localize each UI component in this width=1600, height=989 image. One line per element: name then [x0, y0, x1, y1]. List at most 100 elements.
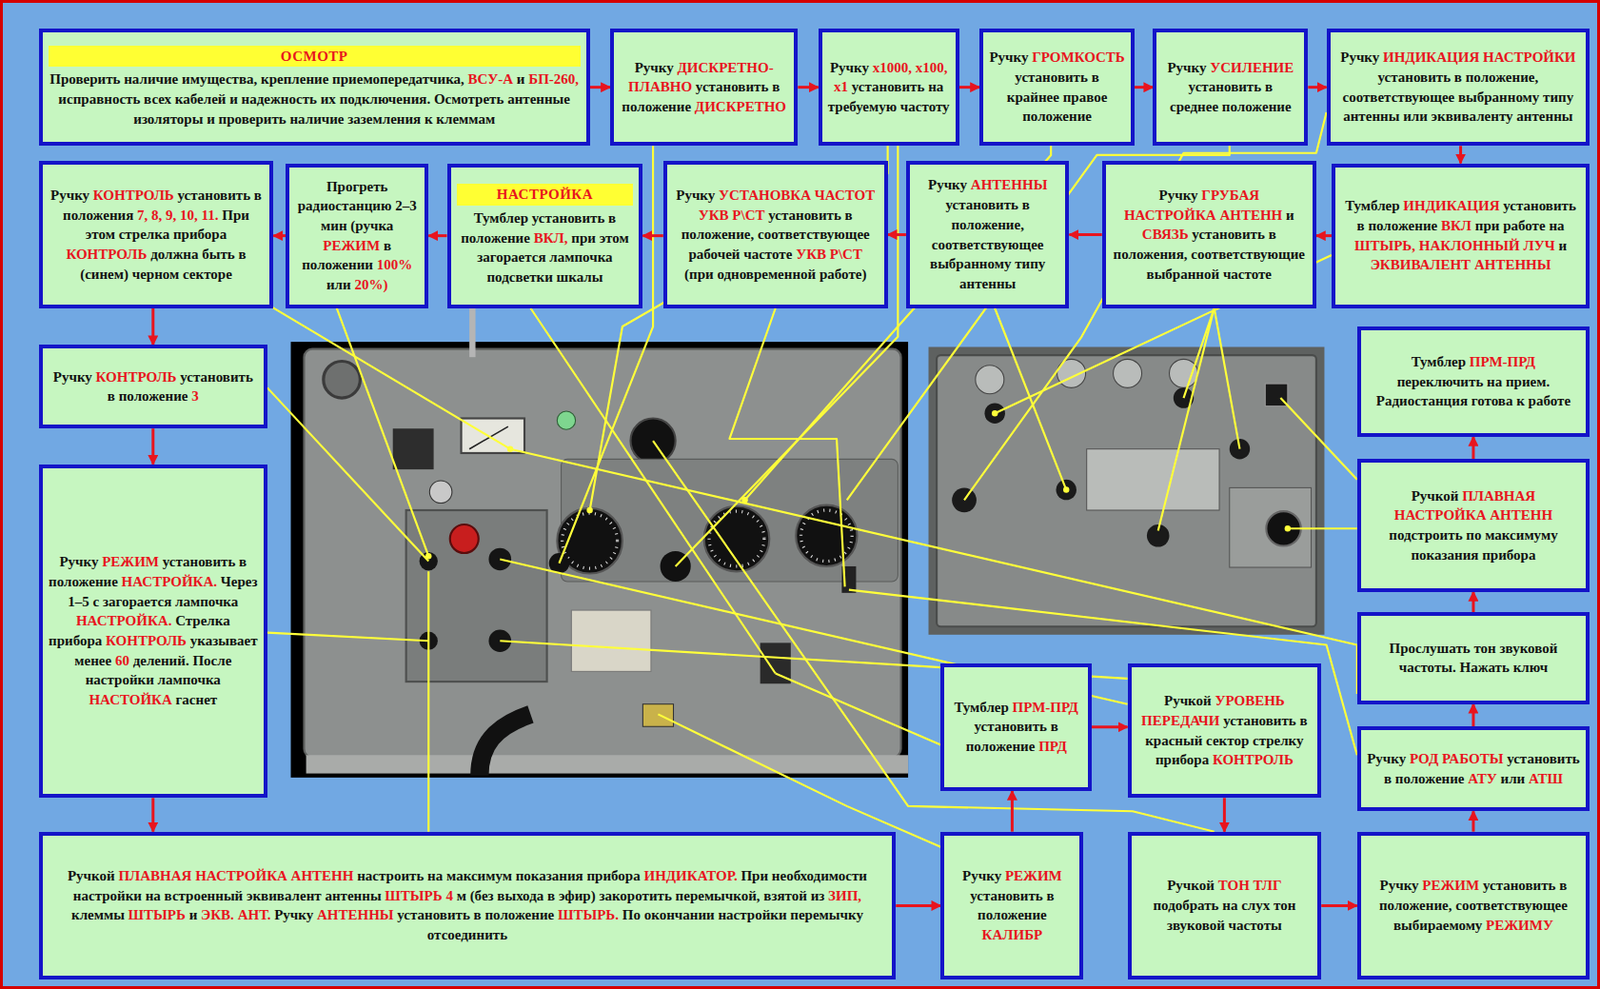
text-run	[1249, 877, 1254, 893]
box-content: Ручку ИНДИКАЦИЯ НАСТРОЙКИ установить в п…	[1336, 47, 1581, 127]
box-content: Ручкой ТОН ТЛГ подобрать на слух тон зву…	[1137, 875, 1313, 935]
text-run	[321, 888, 326, 904]
highlighted-term: ЛУЧ	[1523, 237, 1556, 254]
text-run: прием.	[1505, 374, 1550, 390]
highlighted-term: ОСМОТР	[280, 48, 349, 64]
box-content: Ручку РЕЖИМ установить в положение НАСТР…	[48, 552, 258, 711]
text-run	[1467, 393, 1472, 409]
highlighted-term: 11.	[201, 207, 219, 223]
text-run: сектор	[1205, 732, 1249, 749]
text-run	[1481, 917, 1486, 933]
highlighted-term: РЕЖИМ	[1005, 868, 1063, 884]
text-run: проверить	[218, 111, 287, 127]
text-run: в	[107, 388, 116, 404]
text-run: показания	[515, 868, 584, 884]
text-run: максимум	[446, 868, 513, 884]
text-run: соответствующее	[1455, 897, 1568, 913]
text-run: установить	[1188, 79, 1263, 95]
text-run	[1208, 751, 1213, 768]
leader-line	[267, 632, 429, 642]
flow-arrow	[1307, 85, 1326, 89]
text-run	[185, 907, 190, 923]
frequency-dial	[795, 505, 857, 567]
box-content: Прослушать тон звуковой частоты. Нажать …	[1366, 638, 1581, 678]
highlighted-term: НАСТРОЙКА	[1124, 207, 1217, 223]
text-run	[714, 187, 719, 203]
flow-arrow	[428, 234, 447, 238]
antenna-connector	[323, 360, 361, 398]
text-run: наличие	[289, 111, 344, 127]
step-box: Ручку АНТЕННЫ установить в положение, со…	[906, 160, 1070, 308]
text-run	[394, 907, 398, 923]
highlighted-term: ВКЛ	[1441, 217, 1472, 234]
highlighted-term: УКВ	[795, 246, 827, 262]
text-run: гаснет	[176, 691, 218, 708]
leader-line	[336, 308, 429, 556]
text-run: Тумблер	[1344, 197, 1400, 214]
text-run	[1499, 217, 1503, 234]
text-run	[1261, 79, 1265, 95]
text-run: положения,	[1113, 246, 1188, 262]
text-run: заземления	[347, 111, 421, 127]
text-run: Тумблер	[1411, 354, 1466, 370]
text-run: настройки	[85, 671, 155, 688]
text-run	[1513, 108, 1518, 124]
text-run: соответствующее	[1343, 89, 1456, 105]
text-run: выбранной	[1146, 266, 1221, 282]
text-run	[546, 249, 551, 265]
box-content: Ручку ГРУБАЯ НАСТРОЙКА АНТЕНН и СВЯЗЬ ус…	[1111, 185, 1307, 284]
text-run	[1296, 712, 1301, 729]
highlighted-term: 60	[115, 652, 130, 669]
text-run	[442, 888, 447, 904]
flow-arrow	[642, 234, 663, 238]
text-run: Ручку	[1380, 877, 1420, 893]
text-run: эквивалент	[246, 888, 322, 904]
text-run: положение	[48, 573, 119, 590]
text-run	[118, 573, 122, 590]
text-run	[98, 553, 102, 570]
text-run	[512, 868, 516, 884]
highlighted-term: АНТЕННЫ	[316, 907, 395, 923]
text-run: Ручку	[1159, 187, 1199, 203]
text-run	[1248, 732, 1253, 749]
highlighted-term: ИНДИКАЦИЯ	[1382, 49, 1480, 65]
flow-arrow	[1316, 234, 1332, 238]
highlighted-term: НАСТРОЙКА	[1394, 507, 1487, 523]
text-run	[187, 388, 192, 404]
text-run: выбираемому	[1393, 917, 1482, 933]
highlighted-term: x1000,	[872, 59, 912, 76]
text-run	[217, 573, 221, 590]
text-run: установить	[851, 79, 926, 95]
text-run: менее	[74, 652, 112, 669]
step-box: Ручкой ПЛАВНАЯ НАСТРОЙКА АНТЕНН подстрои…	[1357, 458, 1590, 592]
text-run	[1465, 354, 1470, 370]
step-box: Ручкой ТОН ТЛГ подобрать на слух тон зву…	[1127, 831, 1323, 980]
text-run	[1486, 507, 1491, 523]
step-text: Ручку КОНТРОЛЬ установить в положения 7,…	[48, 185, 265, 284]
box-content: Ручку РЕЖИМ установить в положение, соот…	[1366, 875, 1581, 935]
text-run	[1500, 197, 1504, 214]
highlighted-term: УСИЛЕНИЕ	[1209, 59, 1294, 76]
text-run: клеммам	[435, 111, 495, 127]
flow-arrow	[1068, 233, 1102, 237]
step-box: Тумблер ПРМ-ПРД переключить на прием. Ра…	[1357, 326, 1590, 437]
leader-dot	[991, 410, 998, 416]
text-run: на	[1486, 374, 1502, 390]
text-run	[141, 888, 146, 904]
step-text: Ручкой ПЛАВНАЯ НАСТРОЙКА АНТЕНН настроит…	[48, 866, 887, 946]
text-run	[373, 256, 377, 273]
text-run	[691, 98, 695, 115]
text-run: работе	[1502, 217, 1545, 234]
text-run: При	[221, 207, 250, 223]
text-run	[1202, 732, 1206, 749]
text-run: красный	[1145, 732, 1203, 749]
text-run: в	[1357, 217, 1365, 234]
text-run	[1524, 770, 1529, 787]
highlighted-term: 7,	[137, 207, 148, 223]
text-run: положение	[1367, 217, 1438, 234]
text-run	[423, 868, 428, 884]
text-run	[1187, 246, 1192, 262]
text-run	[197, 246, 202, 262]
text-run	[171, 612, 176, 629]
text-run: среднее	[1169, 98, 1219, 115]
